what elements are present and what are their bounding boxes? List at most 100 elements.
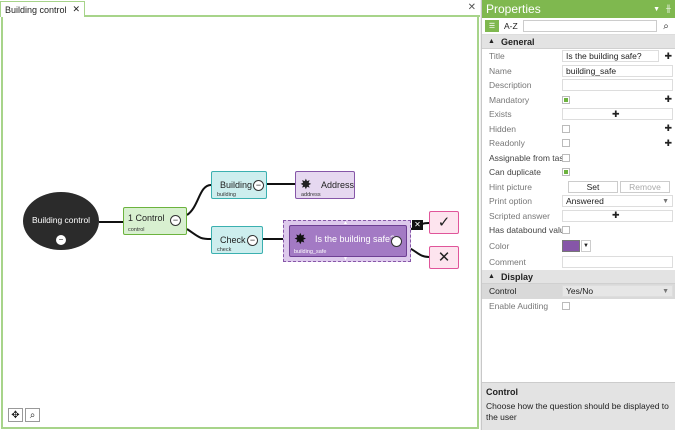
section-general[interactable]: ▲ General — [482, 35, 675, 49]
check-collapse-icon[interactable]: − — [247, 235, 258, 246]
connector-control-check — [186, 228, 212, 240]
set-picture-button[interactable]: Set — [568, 180, 618, 193]
color-swatch[interactable] — [562, 240, 580, 252]
building-node[interactable]: Building building − — [211, 171, 267, 199]
remove-picture-button[interactable]: Remove — [620, 180, 670, 193]
prop-description-row: Description — [482, 78, 675, 93]
name-input[interactable]: building_safe — [562, 64, 673, 77]
mandatory-checkbox[interactable] — [562, 95, 570, 104]
properties-title: Properties — [486, 2, 541, 16]
section-display-label: Display — [500, 271, 533, 282]
move-icon[interactable]: ✥ — [8, 408, 23, 422]
resize-handle-top[interactable]: ▲ — [343, 220, 348, 226]
assignable-checkbox[interactable] — [562, 153, 570, 162]
flow-canvas[interactable]: Building control − 1 Control control − B… — [1, 17, 479, 429]
prop-hint-picture-row: Hint picture Set Remove — [482, 180, 675, 195]
collapse-display-icon[interactable]: ▲ — [488, 273, 495, 280]
duplicate-checkbox[interactable] — [562, 168, 570, 177]
designer-panel: Building control ✕ ✕ Building contro — [0, 0, 480, 430]
title-input[interactable]: Is the building safe? — [562, 50, 659, 63]
panel-close-icon[interactable]: ✕ — [467, 2, 476, 13]
root-collapse-icon[interactable]: − — [56, 235, 66, 245]
check-node-sub: check — [217, 247, 232, 253]
prop-print-option-row: Print option Answered ▼ — [482, 194, 675, 209]
color-dropdown-icon[interactable]: ▼ — [581, 240, 591, 252]
control-collapse-icon[interactable]: − — [170, 215, 181, 226]
zoom-icon[interactable]: ⌕ — [25, 408, 40, 422]
script-puzzle-icon[interactable]: ✚ — [612, 108, 620, 119]
tab-building-control[interactable]: Building control ✕ — [0, 1, 86, 17]
answer-no-node[interactable]: ✕ — [429, 246, 459, 269]
cross-mark-icon: ✕ — [437, 249, 451, 266]
control-select[interactable]: Yes/No ▼ — [562, 285, 673, 298]
prop-hidden-row: Hidden ✚ — [482, 122, 675, 137]
prop-label: Hint picture — [489, 181, 532, 192]
scripted-answer-field[interactable] — [562, 209, 673, 222]
control-node[interactable]: 1 Control control − — [123, 207, 187, 235]
check-node[interactable]: Check check − — [211, 226, 263, 254]
description-text: Choose how the question should be displa… — [486, 401, 669, 422]
prop-label: Scripted answer — [489, 210, 550, 221]
script-puzzle-icon[interactable]: ✚ — [664, 137, 672, 148]
prop-label: Enable Auditing — [489, 300, 549, 311]
prop-label: Color — [489, 241, 510, 251]
answer-yes-node[interactable]: ✓ — [429, 211, 459, 234]
check-node-label: Check — [220, 235, 246, 245]
prop-label: Assignable from task — [489, 152, 568, 163]
prop-auditing-row: Enable Auditing — [482, 299, 675, 314]
auditing-checkbox[interactable] — [562, 301, 570, 310]
exists-script-field[interactable] — [562, 108, 673, 121]
prop-label: Hidden — [489, 123, 516, 134]
script-puzzle-icon[interactable]: ✚ — [664, 123, 672, 134]
pin-icon[interactable]: ╫ — [666, 5, 671, 13]
description-pane: Control Choose how the question should b… — [482, 382, 675, 430]
question-node-label: Is the building safe? — [315, 234, 396, 244]
address-star-icon: ✸ — [300, 176, 312, 192]
prop-control-row: Control Yes/No ▼ — [482, 284, 675, 299]
prop-label: Print option — [489, 196, 532, 207]
control-value: Yes/No — [566, 286, 594, 297]
prop-label: Comment — [489, 256, 526, 267]
description-input[interactable] — [562, 79, 673, 92]
script-puzzle-icon[interactable]: ✚ — [664, 94, 672, 105]
hidden-checkbox[interactable] — [562, 124, 570, 133]
prop-databound-row: Has databound value — [482, 223, 675, 238]
tab-label: Building control — [5, 4, 67, 15]
prop-label: Control — [489, 286, 517, 297]
prop-scripted-answer-row: Scripted answer ✚ — [482, 209, 675, 224]
prop-label: Exists — [489, 109, 512, 120]
address-node-sub: address — [301, 192, 321, 198]
building-node-label: Building — [220, 180, 253, 190]
sort-az-button[interactable]: A-Z — [504, 21, 518, 31]
root-node[interactable]: Building control − — [23, 192, 99, 250]
question-delete-icon[interactable]: ✕ — [412, 220, 423, 230]
dropdown-icon[interactable]: ▼ — [653, 5, 661, 13]
comment-input[interactable] — [562, 255, 673, 268]
resize-handle-bottom[interactable]: ▼ — [343, 256, 348, 262]
address-node[interactable]: ✸ Address address — [295, 171, 355, 199]
tab-close-icon[interactable]: ✕ — [72, 4, 81, 14]
databound-checkbox[interactable] — [562, 226, 570, 235]
readonly-checkbox[interactable] — [562, 139, 570, 148]
question-collapse-icon[interactable]: − — [391, 236, 402, 247]
script-puzzle-icon[interactable]: ✚ — [664, 50, 672, 61]
prop-label: Mandatory — [489, 94, 530, 105]
property-search-input[interactable] — [522, 20, 657, 32]
script-puzzle-icon[interactable]: ✚ — [612, 210, 620, 221]
prop-comment-row: Comment — [482, 255, 675, 270]
categorized-view-icon[interactable]: ☰ — [485, 20, 499, 32]
search-icon[interactable]: ⌕ — [663, 20, 669, 32]
collapse-general-icon[interactable]: ▲ — [488, 38, 495, 45]
section-display[interactable]: ▲ Display — [482, 270, 675, 284]
canvas-tools: ✥ ⌕ — [8, 408, 40, 422]
prop-label: Name — [489, 65, 512, 76]
prop-label: Can duplicate — [489, 167, 541, 178]
print-option-select[interactable]: Answered ▼ — [562, 195, 673, 208]
print-option-value: Answered — [566, 196, 604, 207]
question-node[interactable]: ✸ Is the building safe? building_safe − — [289, 225, 407, 257]
prop-readonly-row: Readonly ✚ — [482, 136, 675, 151]
building-collapse-icon[interactable]: − — [253, 180, 264, 191]
control-node-sub: control — [128, 227, 145, 233]
prop-assignable-row: Assignable from task — [482, 151, 675, 166]
